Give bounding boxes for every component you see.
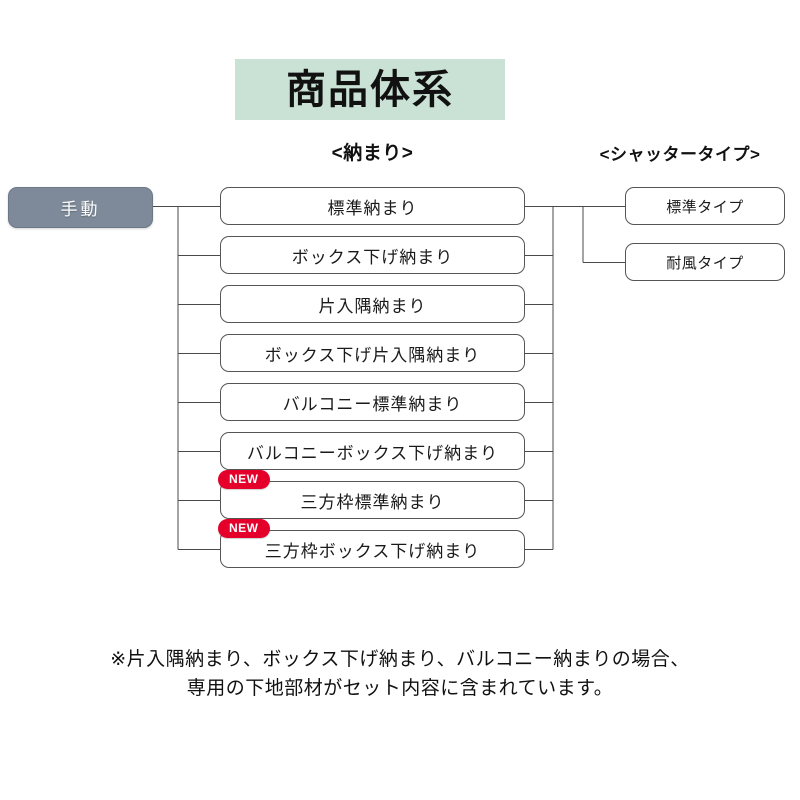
node-manual-root[interactable]: 手動 [8,187,153,228]
page-title: 商品体系 [286,67,454,112]
column-header-osamari: <納まり> [331,143,414,164]
title-banner: 商品体系 [235,59,505,120]
column-header-shutter: <シャッタータイプ> [599,145,761,164]
osamari-node-6[interactable]: バルコニーボックス下げ納まり [220,432,525,470]
osamari-node-7[interactable]: 三方枠標準納まり [220,481,525,519]
osamari-node-label: バルコニー標準納まり [282,394,463,414]
footer-note-line-2: 専用の下地部材がセット内容に含まれています。 [186,678,614,700]
new-badge: NEW [218,519,270,538]
osamari-node-8[interactable]: 三方枠ボックス下げ納まり [220,530,525,568]
osamari-node-1[interactable]: 標準納まり [220,187,525,225]
osamari-node-4[interactable]: ボックス下げ片入隅納まり [220,334,525,372]
footer-note-line-1: ※片入隅納まり、ボックス下げ納まり、バルコニー納まりの場合、 [110,649,690,670]
shutter-node-label: 標準タイプ [666,198,744,216]
osamari-node-label: 片入隅納まり [318,296,427,316]
footer-note: ※片入隅納まり、ボックス下げ納まり、バルコニー納まりの場合、 専用の下地部材がセ… [60,645,740,704]
shutter-node-label: 耐風タイプ [666,254,744,272]
osamari-node-label: 三方枠ボックス下げ納まり [264,541,481,561]
shutter-node-1[interactable]: 標準タイプ [625,187,785,225]
osamari-node-label: 標準納まり [327,198,418,218]
osamari-node-label: ボックス下げ片入隅納まり [264,345,481,365]
osamari-node-label: 三方枠標準納まり [300,492,445,512]
node-manual-root-label: 手動 [60,200,101,219]
osamari-node-2[interactable]: ボックス下げ納まり [220,236,525,274]
shutter-node-2[interactable]: 耐風タイプ [625,243,785,281]
osamari-node-label: ボックス下げ納まり [291,247,454,267]
osamari-node-5[interactable]: バルコニー標準納まり [220,383,525,421]
osamari-node-label: バルコニーボックス下げ納まり [246,443,499,463]
new-badge: NEW [218,470,270,489]
osamari-node-3[interactable]: 片入隅納まり [220,285,525,323]
